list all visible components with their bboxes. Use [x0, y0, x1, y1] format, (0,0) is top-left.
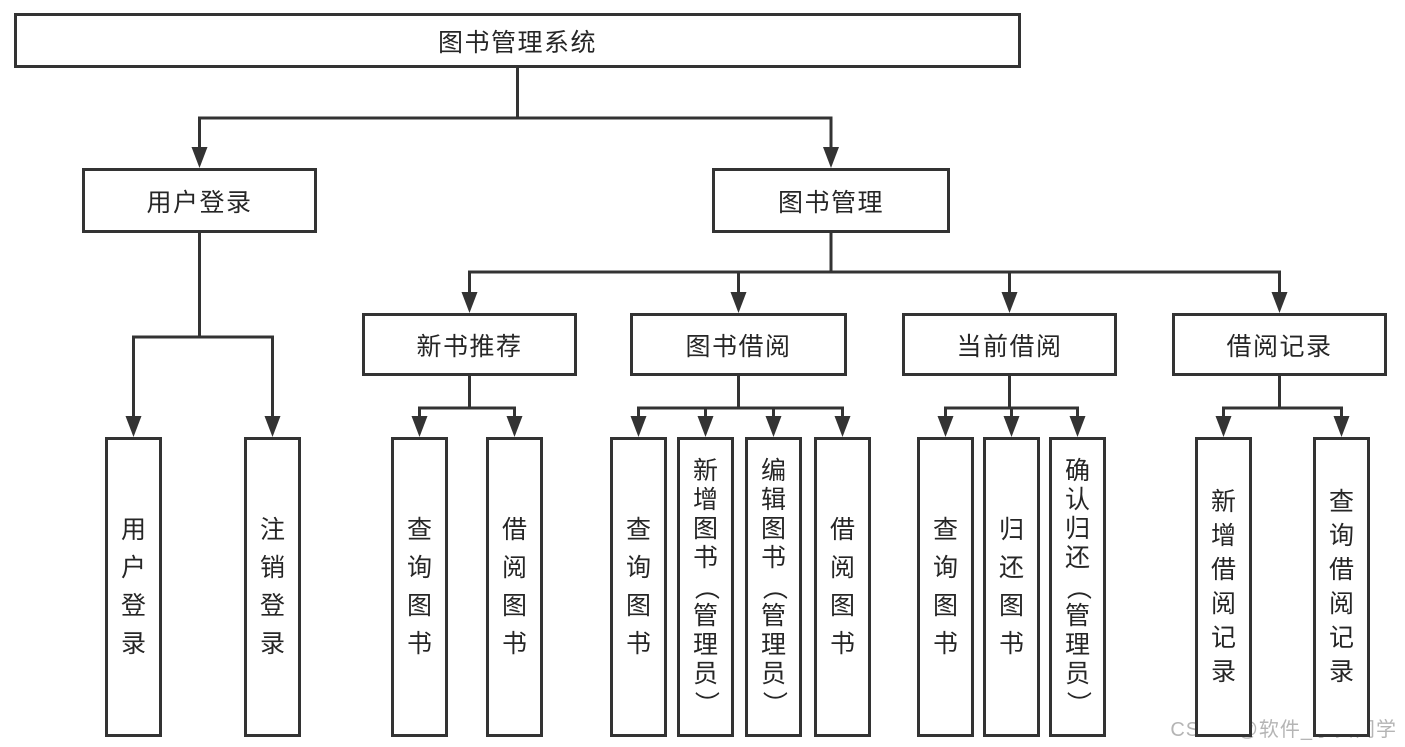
node-label: 注销登录 — [259, 515, 285, 658]
node-root: 图书管理系统 — [14, 13, 1021, 68]
arrowhead-icon-edit-book-admin — [765, 416, 782, 437]
node-label: 图书借阅 — [685, 332, 792, 361]
node-label: 确认归还（管理员） — [1063, 456, 1092, 716]
node-query-books-current: 查询图书 — [917, 437, 974, 737]
arrowhead-icon-return-books — [1003, 416, 1020, 437]
node-label: 查询图书 — [932, 515, 958, 658]
node-user-login-leaf: 用户登录 — [105, 437, 162, 737]
node-edit-book-admin: 编辑图书（管理员） — [745, 437, 802, 737]
arrowhead-icon-user-login — [191, 147, 208, 168]
node-borrow-books-recommend: 借阅图书 — [486, 437, 543, 737]
node-label: 查询图书 — [406, 515, 432, 658]
node-label: 用户登录 — [146, 188, 253, 217]
arrowhead-icon-new-book-recommend — [461, 292, 478, 313]
node-label: 查询图书 — [625, 515, 651, 658]
node-label: 归还图书 — [998, 515, 1024, 658]
node-label: 借阅记录 — [1226, 332, 1333, 361]
node-label: 借阅图书 — [829, 515, 855, 658]
node-label: 查询借阅记录 — [1328, 487, 1354, 686]
node-label: 图书管理系统 — [437, 28, 597, 57]
arrowhead-icon-confirm-return-admin — [1069, 416, 1086, 437]
node-label: 新增借阅记录 — [1210, 487, 1236, 686]
node-label: 借阅图书 — [501, 515, 527, 658]
arrowhead-icon-borrow-books-recommend — [506, 416, 523, 437]
node-label: 新增图书（管理员） — [691, 456, 720, 716]
node-query-borrow-record: 查询借阅记录 — [1313, 437, 1370, 737]
arrowhead-icon-query-books-borrow — [630, 416, 647, 437]
node-label: 图书管理 — [777, 188, 884, 217]
arrowhead-icon-user-login-leaf — [125, 416, 142, 437]
node-label: 当前借阅 — [956, 332, 1063, 361]
node-label: 编辑图书（管理员） — [759, 456, 788, 716]
arrowhead-icon-book-management — [823, 147, 839, 168]
node-query-books-borrow: 查询图书 — [610, 437, 667, 737]
node-user-login: 用户登录 — [82, 168, 317, 233]
node-borrow-records: 借阅记录 — [1172, 313, 1387, 376]
node-query-books-recommend: 查询图书 — [391, 437, 448, 737]
arrowhead-icon-logout-leaf — [264, 416, 281, 437]
arrowhead-icon-query-books-recommend — [411, 416, 428, 437]
arrowhead-icon-add-borrow-record — [1215, 416, 1232, 437]
node-add-book-admin: 新增图书（管理员） — [677, 437, 734, 737]
node-borrow-books-borrow: 借阅图书 — [814, 437, 871, 737]
arrowhead-icon-query-borrow-record — [1333, 416, 1350, 437]
node-return-books: 归还图书 — [983, 437, 1040, 737]
node-label: 新书推荐 — [416, 332, 523, 361]
arrowhead-icon-add-book-admin — [697, 416, 714, 437]
node-logout-leaf: 注销登录 — [244, 437, 301, 737]
arrowhead-icon-borrow-books-borrow — [834, 416, 851, 437]
arrowhead-icon-current-borrow — [1001, 292, 1018, 313]
node-confirm-return-admin: 确认归还（管理员） — [1049, 437, 1106, 737]
node-book-borrow: 图书借阅 — [630, 313, 847, 376]
node-new-book-recommend: 新书推荐 — [362, 313, 577, 376]
node-current-borrow: 当前借阅 — [902, 313, 1117, 376]
arrowhead-icon-book-borrow — [730, 292, 747, 313]
node-book-management: 图书管理 — [712, 168, 950, 233]
node-label: 用户登录 — [120, 515, 146, 658]
node-add-borrow-record: 新增借阅记录 — [1195, 437, 1252, 737]
arrowhead-icon-borrow-records — [1271, 292, 1288, 313]
arrowhead-icon-query-books-current — [937, 416, 954, 437]
